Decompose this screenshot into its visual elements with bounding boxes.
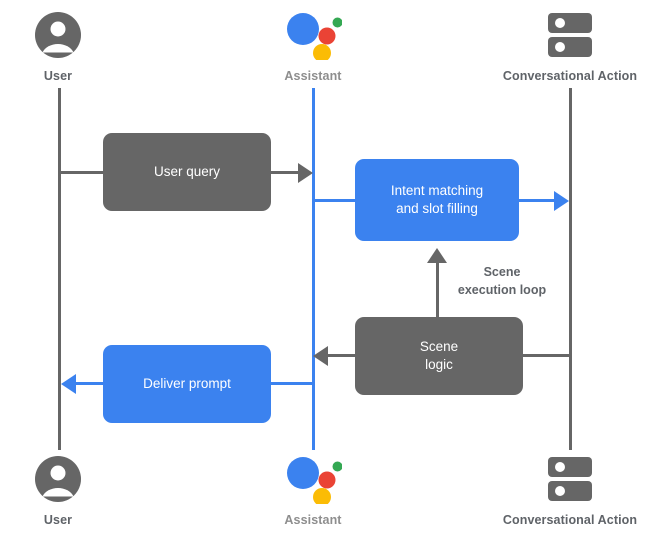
google-assistant-dots-icon	[243, 8, 383, 62]
step-intent-matching: Intent matching and slot filling	[355, 159, 519, 241]
annotation-scene-loop-line2: execution loop	[457, 283, 547, 298]
step-scene-logic-line1: Scene	[419, 339, 459, 355]
actor-label-user-top: User	[43, 69, 73, 83]
connector-scene-logic-to-assistant	[327, 354, 357, 357]
connector-user-query-to-assistant	[271, 171, 300, 174]
server-stack-icon	[500, 8, 640, 62]
arrowhead-intent-to-conversational-action	[554, 191, 569, 211]
server-stack-icon	[500, 452, 640, 506]
connector-scene-logic-to-intent	[436, 262, 439, 318]
google-assistant-dots-icon	[243, 452, 383, 506]
lifeline-assistant	[312, 88, 315, 450]
arrowhead-scene-logic-to-assistant	[313, 346, 328, 366]
actor-label-assistant-top: Assistant	[284, 69, 342, 83]
actor-label-assistant-bottom: Assistant	[284, 513, 342, 527]
step-scene-logic-line2: logic	[425, 357, 453, 372]
annotation-scene-execution-loop: Scene execution loop	[437, 263, 567, 299]
actor-label-conversational-action-top: Conversational Action	[502, 69, 638, 83]
actor-user-bottom: User	[0, 452, 128, 527]
step-user-query: User query	[103, 133, 271, 211]
connector-deliver-prompt-to-user	[75, 382, 105, 385]
connector-user-to-user-query	[58, 171, 108, 174]
connector-assistant-to-intent	[312, 199, 358, 202]
lifeline-conversational-action	[569, 88, 572, 450]
step-user-query-label: User query	[153, 164, 221, 180]
step-intent-matching-line2: and slot filling	[396, 201, 478, 216]
actor-label-conversational-action-bottom: Conversational Action	[502, 513, 638, 527]
actor-user-top: User	[0, 8, 128, 83]
user-avatar-icon	[0, 8, 128, 62]
actor-assistant-bottom: Assistant	[243, 452, 383, 527]
actor-conversational-action-bottom: Conversational Action	[500, 452, 640, 527]
connector-assistant-to-deliver-prompt	[271, 382, 314, 385]
user-avatar-icon	[0, 452, 128, 506]
actor-assistant-top: Assistant	[243, 8, 383, 83]
arrowhead-scene-logic-to-intent	[427, 248, 447, 263]
actor-label-user-bottom: User	[43, 513, 73, 527]
connector-intent-to-conversational-action	[519, 199, 556, 202]
step-deliver-prompt-label: Deliver prompt	[143, 376, 231, 392]
arrowhead-deliver-prompt-to-user	[61, 374, 76, 394]
connector-conversational-action-to-scene-logic	[521, 354, 571, 357]
annotation-scene-loop-line1: Scene	[483, 265, 521, 279]
step-deliver-prompt: Deliver prompt	[103, 345, 271, 423]
arrowhead-user-query-to-assistant	[298, 163, 313, 183]
step-scene-logic: Scene logic	[355, 317, 523, 395]
actor-conversational-action-top: Conversational Action	[500, 8, 640, 83]
lifeline-user	[58, 88, 61, 450]
step-intent-matching-line1: Intent matching	[390, 183, 484, 199]
